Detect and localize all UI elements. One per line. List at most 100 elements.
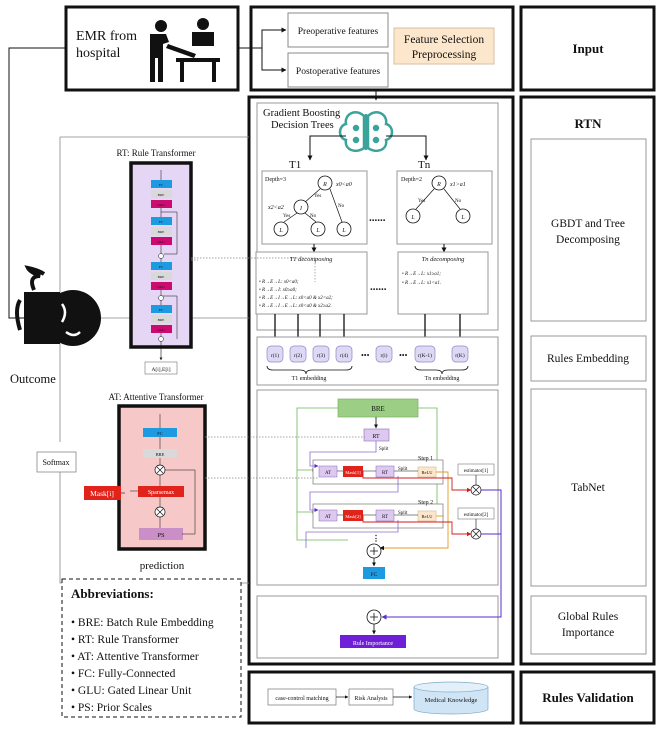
at-bre-label: BRE [156, 452, 165, 457]
rt-block-1: BRE [158, 193, 165, 197]
trees-dots: ...... [369, 212, 386, 224]
validation-side-panel [519, 670, 656, 725]
embedding-rk1 [414, 345, 436, 363]
embedding-dots-2: ••• [399, 351, 408, 360]
risk-analysis-label: Risk Analysis [354, 696, 388, 702]
step1-mask [343, 466, 363, 477]
t1-no-2: No [310, 214, 317, 219]
step1-rt [375, 465, 395, 478]
rt-block-10: BRE [158, 318, 165, 322]
step1-relu-label: ReLU [422, 470, 434, 475]
step2-label: Step 2 [418, 500, 433, 506]
t1-yes-1: Yes [314, 194, 321, 199]
medical-knowledge-cylinder [413, 681, 489, 715]
gbdt-side-box [530, 138, 647, 322]
rt-block-11: GLU [157, 328, 165, 332]
tabnet-fc [363, 567, 385, 579]
embedding-r1-label: r(1) [271, 352, 279, 359]
emr-panel: EMR from hospital [64, 5, 240, 92]
at-diagram [117, 404, 207, 551]
feature-selection-box [393, 27, 495, 65]
global-side-label-1: Global Rules [558, 611, 619, 623]
t1-rule-3: • R→E→I→E→L: x0<a0 & x2≥a2. [259, 304, 332, 309]
postop-label: Postoperative features [296, 66, 380, 77]
mask-box [84, 486, 121, 500]
rules-embedding-side-box [530, 335, 647, 382]
estimator1-label: estimator[1] [464, 469, 489, 474]
t1-root-cond: x0<a0 [335, 182, 352, 188]
abbrev-item-2: • AT: Attentive Transformer [71, 651, 199, 663]
embedding-r2 [289, 345, 307, 363]
abbreviations-box [61, 578, 242, 718]
tn-depth: Depth=2 [401, 177, 422, 183]
gbdt-title-1: Gradient Boosting [263, 108, 341, 119]
t1-yes-2: Yes [283, 214, 290, 219]
t1-decomp-title: T1 decomposing [290, 256, 334, 263]
postop-box [287, 52, 389, 88]
gbdt-side-label-2: Decomposing [556, 234, 620, 246]
t1-root: R [322, 182, 327, 188]
preop-box [287, 12, 389, 48]
preop-label: Preoperative features [298, 26, 379, 37]
outcome-icon [15, 265, 101, 346]
t1-decomposing-box: T1 decomposing • R→E→L: x0<a0; • R→E→I: … [255, 251, 368, 315]
t1-node-i: I [299, 206, 303, 212]
validation-side-label: Rules Validation [542, 690, 634, 705]
embedding-r3 [312, 345, 330, 363]
step2-mask-label: Mask[2] [345, 514, 361, 519]
embedding-tn-label: Tn embedding [425, 376, 460, 382]
step1-split: Split [398, 467, 408, 472]
rt-blocks: FC BRE GLU FC BRE GLU FC BRE GLU FC BRE … [151, 170, 178, 347]
step2-at [318, 509, 338, 522]
embedding-r2-label: r(2) [294, 352, 302, 359]
embedding-r4-label: r(4) [340, 352, 348, 359]
at-ps [139, 528, 183, 540]
outcome-label: Outcome [10, 372, 56, 386]
mask-label: Mask[i] [90, 489, 114, 498]
step1-label: Step 1 [418, 456, 433, 462]
abbrev-item-4: • GLU: Gated Linear Unit [71, 685, 192, 697]
tn-rule-0: • R→E→L: x1≥a1; [402, 272, 441, 277]
abbreviations-title: Abbreviations: [71, 586, 154, 601]
softmax-label: Softmax [42, 458, 69, 467]
at-sparsemax-label: Sparsemax [148, 490, 174, 496]
tn-rule-1: • R→E→L: x1<a1. [402, 281, 441, 286]
global-side-label-2: Importance [562, 627, 614, 639]
input-side-label: Input [572, 41, 604, 56]
gbdt-side-label-1: GBDT and Tree [551, 218, 625, 230]
t1-rule-0: • R→E→L: x0<a0; [259, 280, 299, 285]
embedding-rk-label: r(K) [455, 352, 465, 359]
at-fc [143, 428, 177, 437]
medical-knowledge-label: Medical Knowledge [425, 697, 478, 704]
step2-relu-label: ReLU [422, 514, 434, 519]
rt-block-0: FC [159, 183, 164, 187]
tn-leaf-2: L [460, 215, 465, 221]
rule-importance-label: Rule Importance [353, 641, 393, 647]
tabnet-vdots: ⋮ [372, 534, 380, 543]
t1-rule-2: • R→E→I→E→L: x0<a0 & x2<a2; [259, 296, 333, 301]
tabnet-bre-label: BRE [371, 405, 385, 413]
case-control-label: case-control matching [275, 696, 328, 702]
step2-at-label: AT [325, 515, 331, 520]
embedding-rk1-label: r(K-1) [418, 352, 432, 359]
step1-mask-label: Mask[1] [345, 470, 361, 475]
tn-label: Tn [418, 159, 431, 171]
rt-block-3: FC [159, 220, 164, 224]
step1-at [318, 465, 338, 478]
abbrev-item-3: • FC: Fully-Connected [71, 668, 176, 680]
tn-yes: Yes [418, 199, 425, 204]
t1-no-1: No [338, 204, 345, 209]
t1-leaf-1: L [278, 228, 283, 234]
step2-split: Split [398, 511, 408, 516]
abbrev-item-1: • RT: Rule Transformer [71, 634, 179, 646]
input-side-panel: Input [519, 5, 656, 92]
embedding-ri-label: r(i) [380, 352, 387, 359]
tabnet-side-label: TabNet [571, 482, 605, 494]
embedding-r4 [335, 345, 353, 363]
t1-depth: Depth=3 [265, 177, 286, 183]
embedding-t1-label: T1 embedding [292, 376, 327, 382]
t1-leaf-3: L [341, 228, 346, 234]
emr-label-1: EMR from [76, 29, 137, 44]
t1-tree: Depth=3 R x0<a0 Yes No I x2<a2 Yes No L … [261, 170, 368, 245]
global-side-box [530, 595, 647, 655]
